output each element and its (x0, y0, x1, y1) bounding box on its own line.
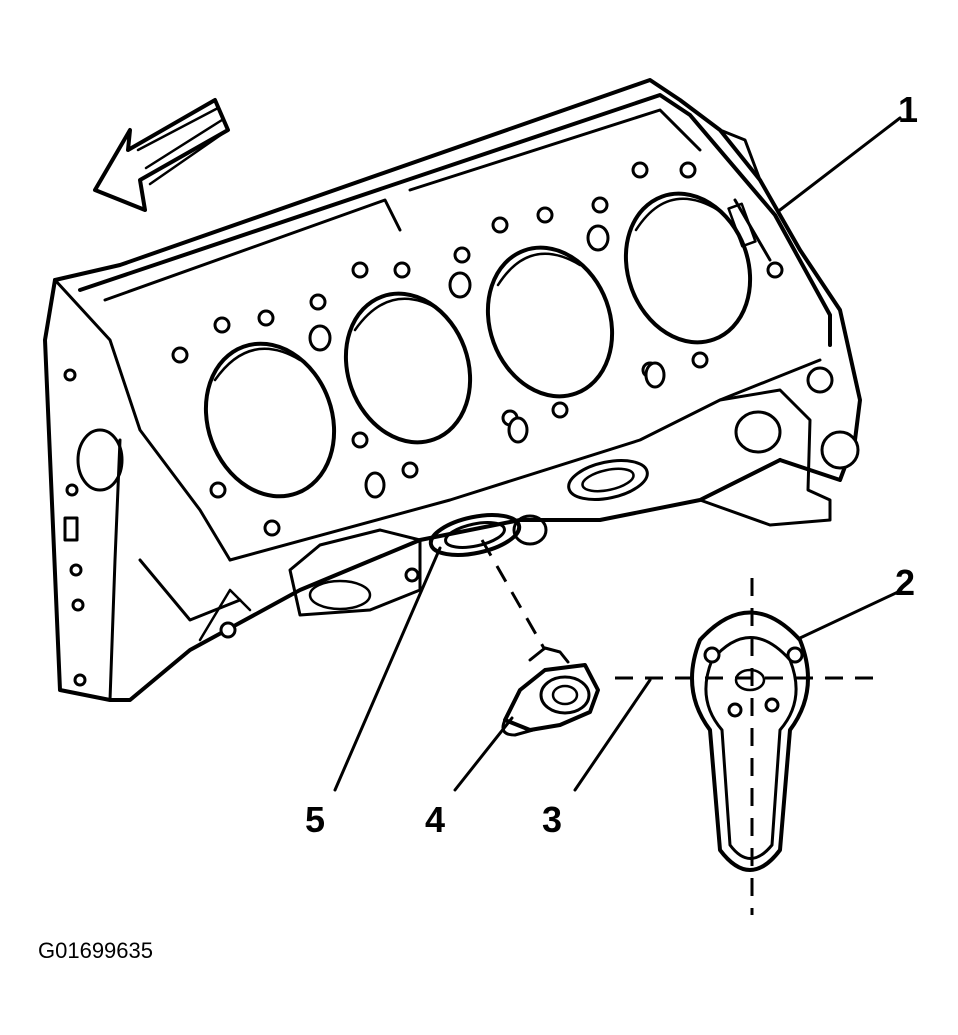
seal-o-ring (428, 513, 548, 557)
cylinder-bore-1 (203, 341, 337, 499)
callout-1: 1 (898, 89, 918, 130)
cylinder-bore-2 (343, 291, 473, 445)
figure-id: G01699635 (38, 938, 153, 963)
leader-1 (778, 116, 902, 212)
oil-filter-adapter (698, 366, 860, 527)
leader-4 (453, 716, 514, 792)
oil-pressure-port (567, 459, 649, 501)
callout-5: 5 (305, 799, 325, 840)
cylinder-bore-4 (623, 191, 753, 345)
engine-block (43, 78, 862, 702)
head-bolt-holes (171, 161, 784, 537)
callout-3: 3 (542, 799, 562, 840)
block-rear-hole (198, 588, 252, 642)
fuel-pump-mount (288, 528, 422, 617)
callout-leaders (333, 116, 902, 792)
bell-housing-boss (718, 128, 772, 262)
front-face-holes (63, 368, 124, 687)
leader-3 (573, 678, 652, 792)
leader-5 (333, 546, 442, 792)
callout-2: 2 (895, 562, 915, 603)
callout-4: 4 (425, 799, 445, 840)
sensor-detail-view (615, 578, 885, 915)
cylinder-bore-3 (485, 245, 615, 399)
front-direction-arrow (93, 98, 230, 212)
sensor-part (501, 646, 600, 737)
leader-2 (798, 590, 900, 640)
